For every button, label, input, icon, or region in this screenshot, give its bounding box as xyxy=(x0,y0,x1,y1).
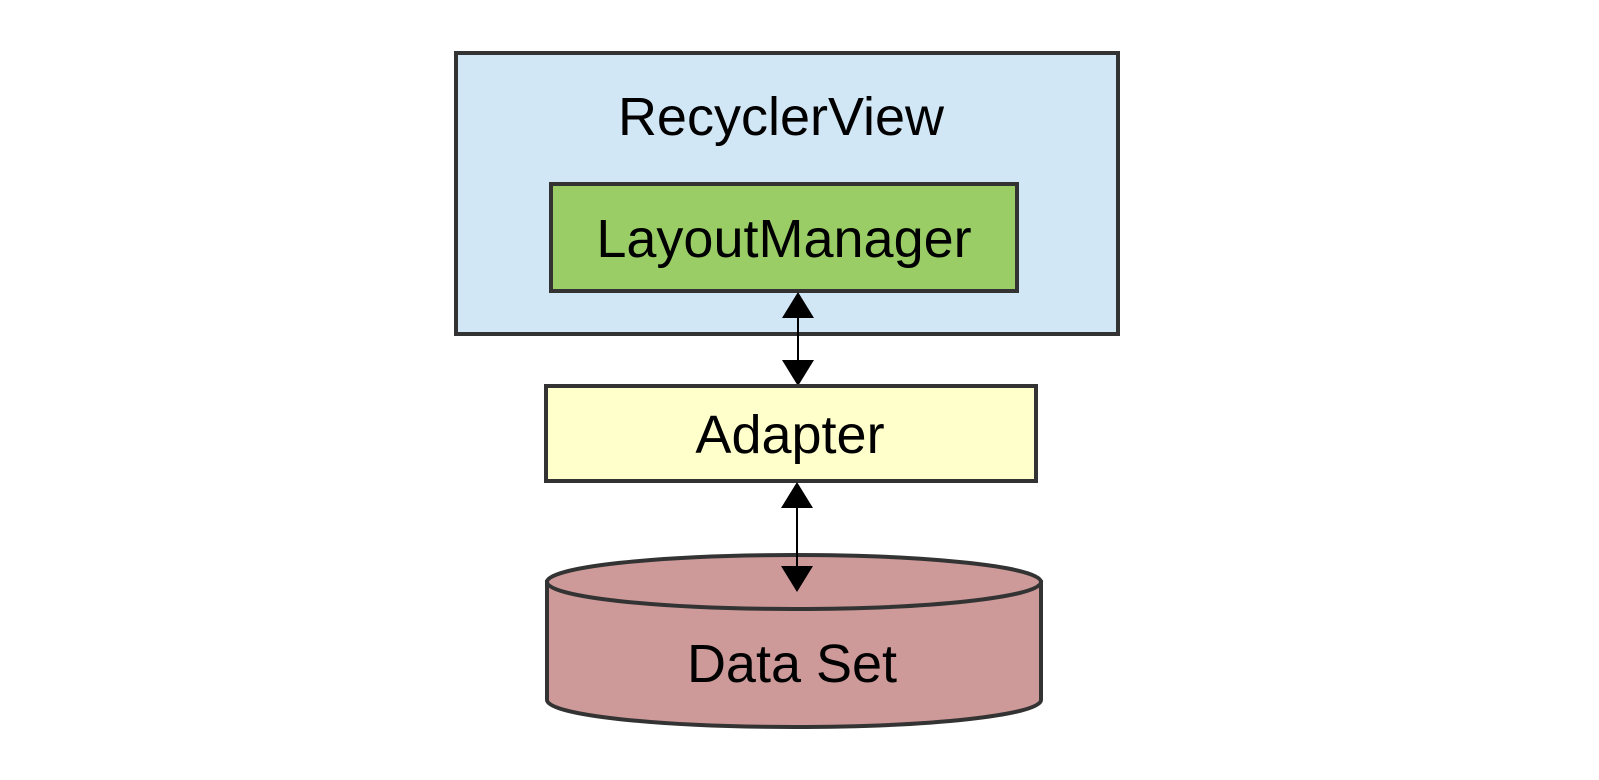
layoutmanager-node: LayoutManager xyxy=(549,182,1019,293)
arrow-head-up xyxy=(781,482,813,508)
arrow-head-down xyxy=(782,360,814,386)
recyclerview-label: RecyclerView xyxy=(618,87,945,147)
adapter-node: Adapter xyxy=(544,384,1038,483)
arrow-adapter-dataset xyxy=(781,482,813,592)
layoutmanager-label: LayoutManager xyxy=(596,209,971,269)
layoutmanager-box xyxy=(549,182,1019,293)
adapter-label: Adapter xyxy=(695,405,884,465)
arrow-layoutmanager-adapter xyxy=(782,292,814,386)
dataset-cylinder-body xyxy=(545,580,1043,729)
dataset-label: Data Set xyxy=(687,634,897,694)
arrow-head-up xyxy=(782,292,814,318)
arrow-head-down xyxy=(781,566,813,592)
adapter-box xyxy=(544,384,1038,483)
